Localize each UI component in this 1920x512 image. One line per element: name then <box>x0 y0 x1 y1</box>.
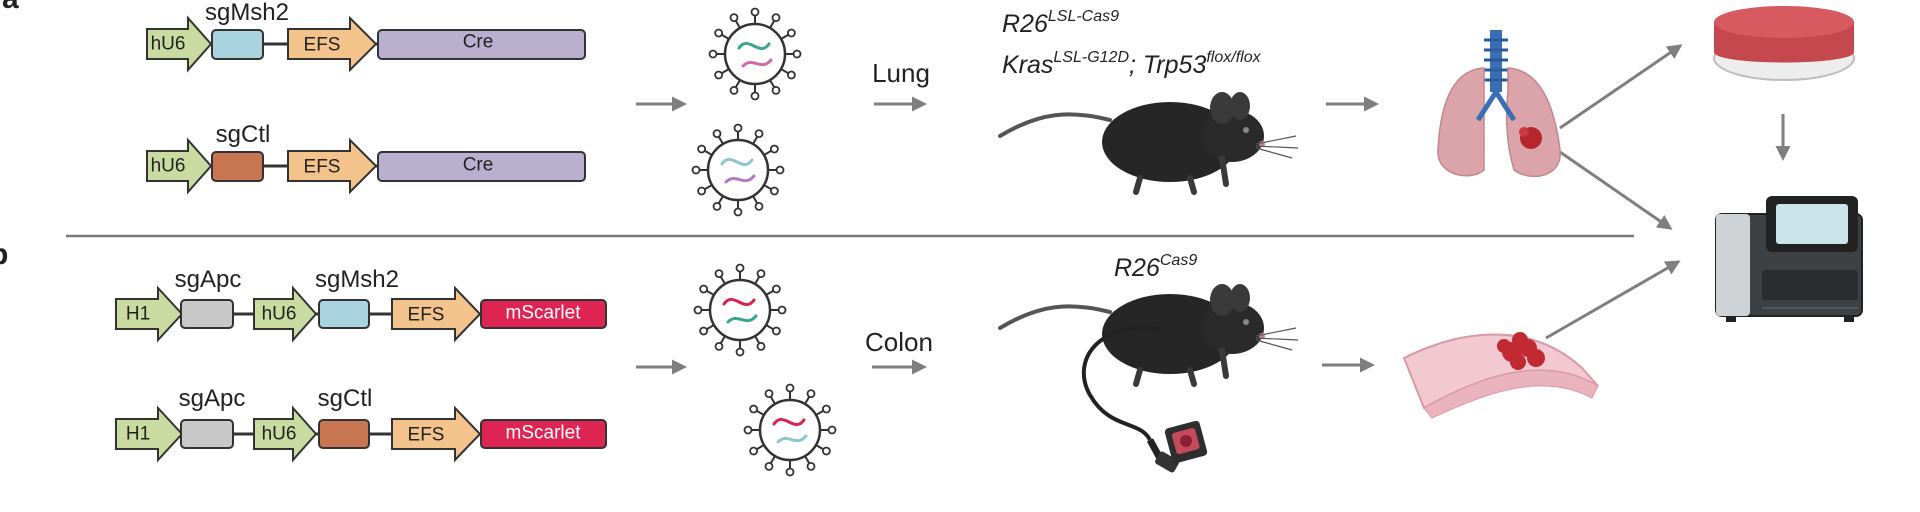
lung-tumor-icon <box>1437 30 1561 178</box>
construct-lung-sgctl: hU6 sgCtl EFS Cre <box>146 121 586 195</box>
lentivirus-icon <box>708 7 802 101</box>
flow-arrow <box>1559 44 1683 130</box>
hu6-label: hU6 <box>262 424 297 445</box>
endoscope-icon <box>1081 326 1208 473</box>
h1-label: H1 <box>126 304 150 325</box>
guide-box <box>211 151 264 182</box>
mouse-icon <box>998 284 1299 387</box>
genotype-r26-lsl-cas9: R26LSL-Cas9 <box>1002 8 1119 38</box>
efs-label: EFS <box>304 35 341 56</box>
route-label-lung: Lung <box>872 58 930 88</box>
efs-arrow <box>391 405 482 463</box>
flow-arrow <box>1559 150 1673 230</box>
efs-arrow <box>287 137 378 195</box>
efs-label: EFS <box>304 157 341 178</box>
genotype-r26-cas9: R26Cas9 <box>1114 252 1197 282</box>
genotype-kras-trp53: KrasLSL-G12D; Trp53flox/flox <box>1002 49 1262 79</box>
panel-label-b: b <box>0 238 8 271</box>
promoter-arrow <box>146 137 213 195</box>
mouse-icon <box>998 92 1299 195</box>
virus-particles <box>691 7 837 477</box>
mscarlet-label: mScarlet <box>506 423 582 444</box>
lentivirus-icon <box>691 123 785 217</box>
lentivirus-icon <box>743 383 837 477</box>
guide-label: sgMsh2 <box>205 0 289 26</box>
efs-arrow <box>287 15 378 73</box>
h1-promoter-arrow <box>115 285 184 343</box>
flow-arrow <box>1545 260 1681 340</box>
efs-label: EFS <box>408 425 445 446</box>
hu6-promoter-arrow <box>253 405 318 463</box>
sgmsh2-label: sgMsh2 <box>315 266 399 293</box>
lentivirus-icon <box>693 263 787 357</box>
promoter-label: hU6 <box>151 156 186 177</box>
cre-box <box>377 151 586 182</box>
mscarlet-label: mScarlet <box>506 303 582 324</box>
sgapc-label: sgApc <box>175 266 242 293</box>
panel-label-a: a <box>2 0 19 15</box>
sgapc-box <box>180 299 234 329</box>
route-label-colon: Colon <box>865 327 933 357</box>
efs-arrow <box>391 285 482 343</box>
sgctl-box <box>318 419 370 449</box>
promoter-label: hU6 <box>151 34 186 55</box>
guide-box <box>211 29 264 60</box>
hu6-promoter-arrow <box>253 285 318 343</box>
sgmsh2-box <box>318 299 370 329</box>
promoter-arrow <box>146 15 213 73</box>
hu6-label: hU6 <box>262 304 297 325</box>
h1-label: H1 <box>126 424 150 445</box>
mscarlet-box <box>480 419 607 449</box>
mscarlet-box <box>480 299 607 329</box>
sgapc-box <box>180 419 234 449</box>
culture-dish-icon <box>1713 6 1855 81</box>
cre-box <box>377 29 586 60</box>
sequencer-icon <box>1715 196 1863 322</box>
efs-label: EFS <box>408 305 445 326</box>
construct-colon-sgctl: H1 sgApc hU6 sgCtl EFS mScarlet <box>115 385 607 463</box>
construct-lung-sgmsh2: hU6 sgMsh2 EFS Cre <box>146 0 586 73</box>
cre-label: Cre <box>463 32 494 53</box>
h1-promoter-arrow <box>115 405 184 463</box>
cre-label: Cre <box>463 155 494 176</box>
sgctl-label: sgCtl <box>318 385 373 412</box>
colon-tumor-icon <box>1402 332 1599 419</box>
construct-colon-sgmsh2: H1 sgApc hU6 sgMsh2 EFS mScarlet <box>115 266 607 343</box>
sgapc-label: sgApc <box>179 385 246 412</box>
guide-label: sgCtl <box>216 121 271 148</box>
